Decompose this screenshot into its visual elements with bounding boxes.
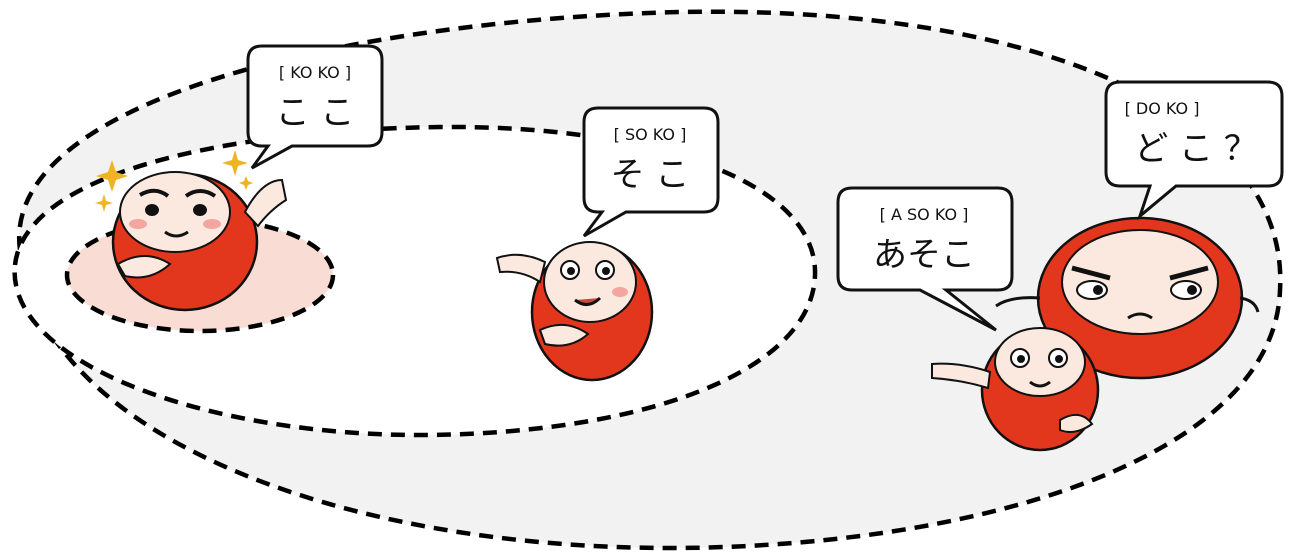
daruma-pointing-far-icon xyxy=(931,327,1100,452)
soko-kana: そ こ xyxy=(611,155,690,195)
doko-romaji: [ DO KO ] xyxy=(1125,99,1200,118)
asoko-kana: あそこ xyxy=(873,235,975,275)
sparkle-icon xyxy=(95,150,253,212)
daruma-gesturing-icon xyxy=(495,241,654,382)
speech-bubble-soko: [ SO KO ] そ こ xyxy=(582,106,720,238)
speech-bubble-doko: [ DO KO ] ど こ ？ xyxy=(1104,80,1284,221)
koko-romaji: [ KO KO ] xyxy=(279,63,351,82)
speech-bubble-asoko: [ A SO KO ] あそこ xyxy=(836,186,1014,332)
koko-kana: こ こ xyxy=(276,93,355,133)
doko-kana: ど こ ？ xyxy=(1134,129,1258,169)
speech-bubble-koko: [ KO KO ] こ こ xyxy=(246,44,384,170)
daruma-pointing-self-icon xyxy=(111,171,288,312)
soko-romaji: [ SO KO ] xyxy=(614,125,687,144)
asoko-romaji: [ A SO KO ] xyxy=(880,205,969,224)
daruma-puzzled-icon xyxy=(995,216,1260,380)
